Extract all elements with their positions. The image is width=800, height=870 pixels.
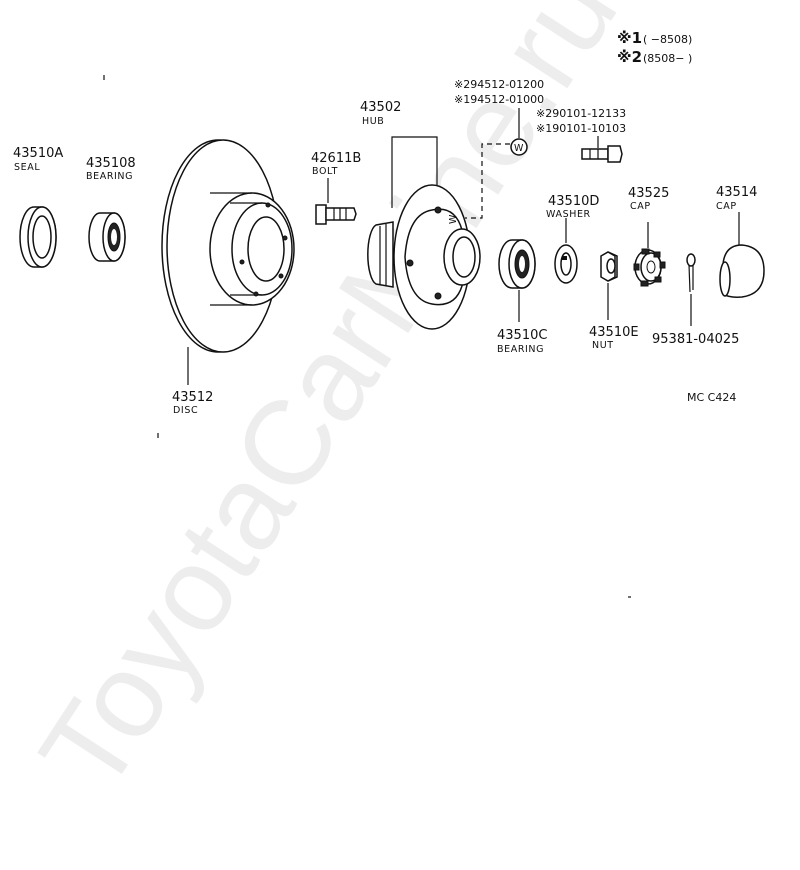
legend: ※1 ( −8508) ※2 (8508− ) [617, 29, 692, 66]
hub-number: 43502 [360, 100, 401, 115]
grease-cap-part [719, 244, 765, 298]
cotter-pin-number: 95381-04025 [652, 332, 739, 347]
w-plug-marker [510, 138, 528, 156]
alt-screw-2: ※290101-12133 [536, 107, 626, 120]
grease-cap-name: CAP [716, 201, 737, 212]
legend-mark-1: ※1 [617, 29, 642, 47]
seal-number: 43510A [13, 146, 63, 161]
disc-name: DISC [173, 405, 198, 416]
disc-rotor-part [161, 139, 295, 353]
nut-number: 43510E [589, 325, 639, 340]
scan-specks [103, 75, 631, 598]
washer-part [554, 244, 578, 284]
inner-bearing-part [498, 239, 536, 289]
outer-bearing-part [88, 212, 126, 262]
diagram-code: MC C424 [687, 391, 736, 404]
hub-name: HUB [362, 116, 384, 127]
lock-cap-part [633, 248, 666, 287]
lock-cap-number: 43525 [628, 186, 669, 201]
alternate-plug-group: ※294512-01200 ※194512-01000 W [454, 78, 544, 219]
alternate-screw-group: ※290101-12133 ※190101-10103 [536, 107, 626, 163]
alt-plug-2: ※294512-01200 [454, 78, 544, 91]
alt-screw-1: ※190101-10103 [536, 122, 626, 135]
legend-range-2: (8508− ) [643, 52, 692, 65]
washer-number: 43510D [548, 194, 599, 209]
hub-bolt-part [315, 204, 357, 225]
hub-bracket-line [391, 136, 438, 208]
lock-cap-name: CAP [630, 201, 651, 212]
seal-name: SEAL [14, 162, 40, 173]
outer-bearing-name: BEARING [86, 171, 133, 182]
nut-name: NUT [592, 340, 614, 351]
legend-mark-2: ※2 [617, 48, 642, 66]
alt-plug-1: ※194512-01000 [454, 93, 544, 106]
outer-bearing-number: 435108 [86, 156, 136, 171]
grease-cap-number: 43514 [716, 185, 757, 200]
disc-number: 43512 [172, 390, 213, 405]
bolt-name: BOLT [312, 166, 338, 177]
w-marker-letter: W [514, 143, 524, 154]
washer-name: WASHER [546, 209, 591, 220]
nut-part [600, 251, 618, 282]
inner-bearing-name: BEARING [497, 344, 544, 355]
bolt-number: 42611B [311, 151, 361, 166]
seal-part [19, 206, 57, 268]
inner-bearing-number: 43510C [497, 328, 547, 343]
cotter-pin-part [686, 253, 696, 293]
legend-range-1: ( −8508) [643, 33, 692, 46]
svg-text:W: W [448, 214, 459, 224]
hub-part: W [367, 184, 481, 330]
